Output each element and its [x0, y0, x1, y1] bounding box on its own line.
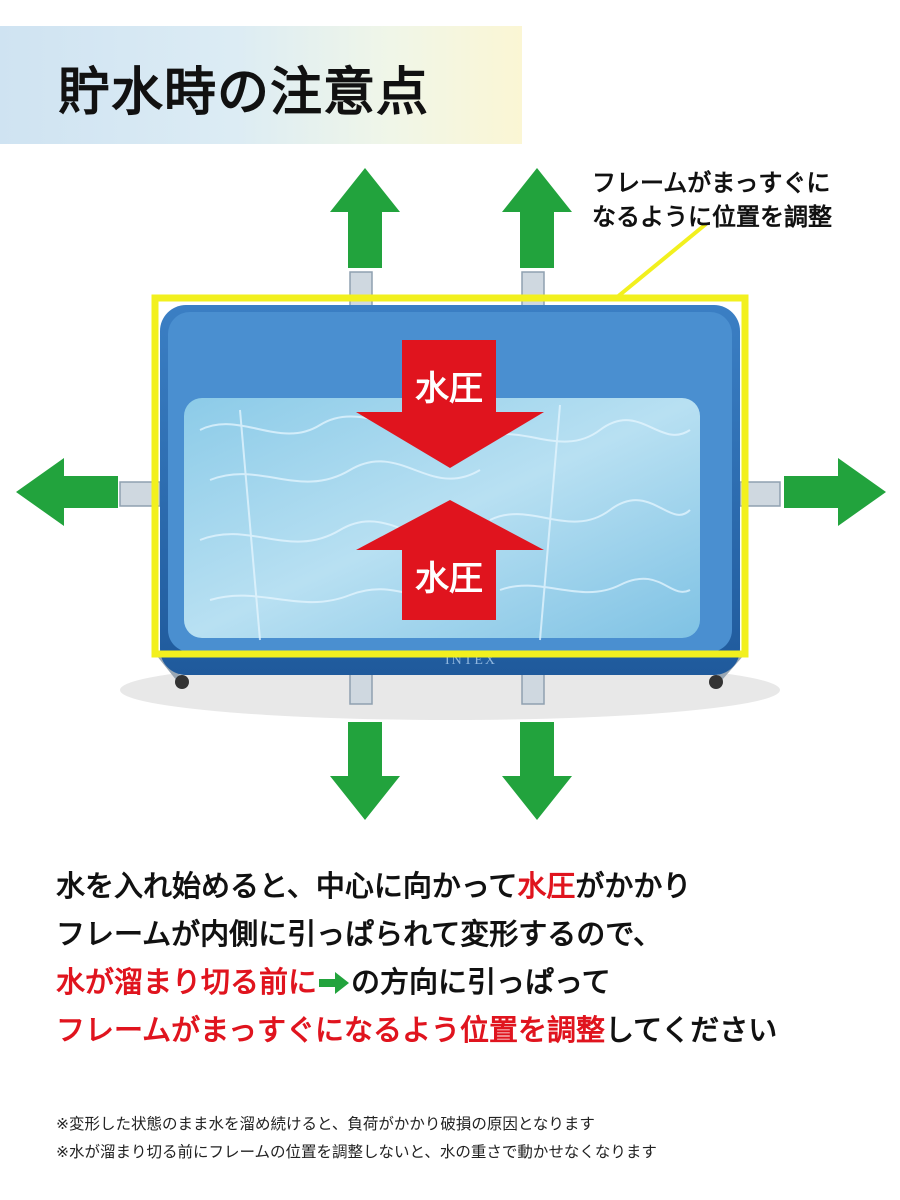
highlight-frame	[151, 294, 749, 658]
title-band	[0, 26, 522, 144]
instruction-l4-red: フレームがまっすぐになるよう位置を調整	[56, 1013, 605, 1047]
pressure-label-top: 水圧	[415, 369, 483, 409]
notes: ※変形した状態のまま水を溜め続けると、負荷がかかり破損の原因となります ※水が溜…	[56, 1110, 876, 1166]
note-2: ※水が溜まり切る前にフレームの位置を調整しないと、水の重さで動かせなくなります	[56, 1143, 657, 1161]
callout-line-2: なるように位置を調整	[592, 203, 832, 231]
instruction-line-1: 水を入れ始めると、中心に向かって水圧がかかり	[56, 862, 876, 910]
instruction-line-4: フレームがまっすぐになるよう位置を調整してください	[56, 1006, 876, 1054]
instruction-l1-b: がかかり	[575, 869, 692, 903]
green-arrow-icon	[16, 168, 886, 820]
instruction-l1-a: 水を入れ始めると、中心に向かって	[56, 869, 518, 903]
pool-diagram: INTEX 水圧 水圧	[16, 168, 886, 820]
instruction-l4-b: してください	[604, 1013, 778, 1047]
instruction-l1-red: 水圧	[517, 869, 576, 903]
callout-leader	[614, 222, 708, 300]
callout-line-1: フレームがまっすぐに	[592, 169, 831, 197]
callout-text: フレームがまっすぐに なるように位置を調整	[592, 166, 832, 234]
instruction-line-3: 水が溜まり切る前にの方向に引っぱって	[56, 958, 876, 1006]
note-1: ※変形した状態のまま水を溜め続けると、負荷がかかり破損の原因となります	[56, 1115, 595, 1133]
instruction-text: 水を入れ始めると、中心に向かって水圧がかかり フレームが内側に引っぱられて変形す…	[56, 862, 876, 1054]
instruction-line-2: フレームが内側に引っぱられて変形するので、	[56, 917, 663, 951]
red-arrow-icon	[356, 340, 544, 620]
instruction-l3-b: の方向に引っぱって	[351, 965, 611, 999]
instruction-l3-red: 水が溜まり切る前に	[56, 965, 318, 999]
green-right-arrow-icon	[319, 972, 350, 994]
page-title: 貯水時の注意点	[58, 63, 430, 123]
pressure-label-bottom: 水圧	[415, 559, 483, 599]
